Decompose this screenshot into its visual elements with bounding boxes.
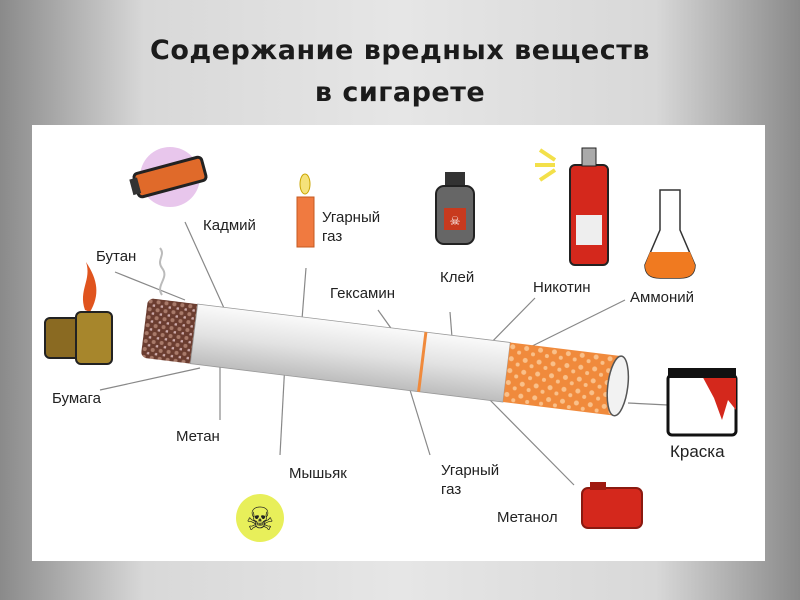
svg-text:☠: ☠ bbox=[450, 214, 461, 228]
fuel-canister-icon bbox=[581, 482, 643, 529]
cigarette bbox=[141, 298, 630, 417]
label-carbon-monoxide-top-2: газ bbox=[322, 228, 342, 245]
label-methanol: Метанол bbox=[497, 509, 558, 526]
label-carbon-monoxide-bottom-2: газ bbox=[441, 481, 461, 498]
svg-text:☠: ☠ bbox=[246, 501, 275, 537]
filter-end bbox=[606, 355, 630, 417]
tobacco-end bbox=[141, 298, 202, 364]
paper-ring bbox=[417, 331, 428, 392]
glue-bottle-icon: ☠ bbox=[435, 172, 475, 245]
cigarette-filter bbox=[502, 342, 622, 416]
slide-title: Содержание вредных веществ в сигарете bbox=[0, 30, 800, 114]
label-carbon-monoxide-top-1: Угарный bbox=[322, 209, 380, 226]
label-hexamine: Гексамин bbox=[330, 285, 395, 302]
title-line-2: в сигарете bbox=[314, 77, 486, 108]
label-butane: Бутан bbox=[96, 248, 136, 265]
skull-icon: ☠ bbox=[236, 494, 284, 542]
label-glue: Клей bbox=[440, 269, 474, 286]
flask-icon bbox=[644, 189, 696, 279]
label-methane: Метан bbox=[176, 428, 220, 445]
spray-can-icon bbox=[535, 147, 609, 266]
label-paper: Бумага bbox=[52, 390, 102, 407]
label-paint: Краска bbox=[670, 442, 725, 461]
cigarette-paper bbox=[189, 303, 511, 403]
label-arsenic: Мышьяк bbox=[289, 465, 347, 482]
label-ammonium: Аммоний bbox=[630, 289, 694, 306]
paint-can-icon bbox=[666, 368, 738, 437]
smoke-icon bbox=[159, 247, 166, 296]
title-line-1: Содержание вредных веществ bbox=[150, 35, 650, 66]
candle-icon bbox=[296, 173, 315, 248]
label-carbon-monoxide-bottom-1: Угарный bbox=[441, 462, 499, 479]
label-nicotine: Никотин bbox=[533, 279, 591, 296]
lighters-icon bbox=[44, 262, 113, 365]
label-cadmium: Кадмий bbox=[203, 217, 256, 234]
battery-icon bbox=[129, 147, 208, 207]
